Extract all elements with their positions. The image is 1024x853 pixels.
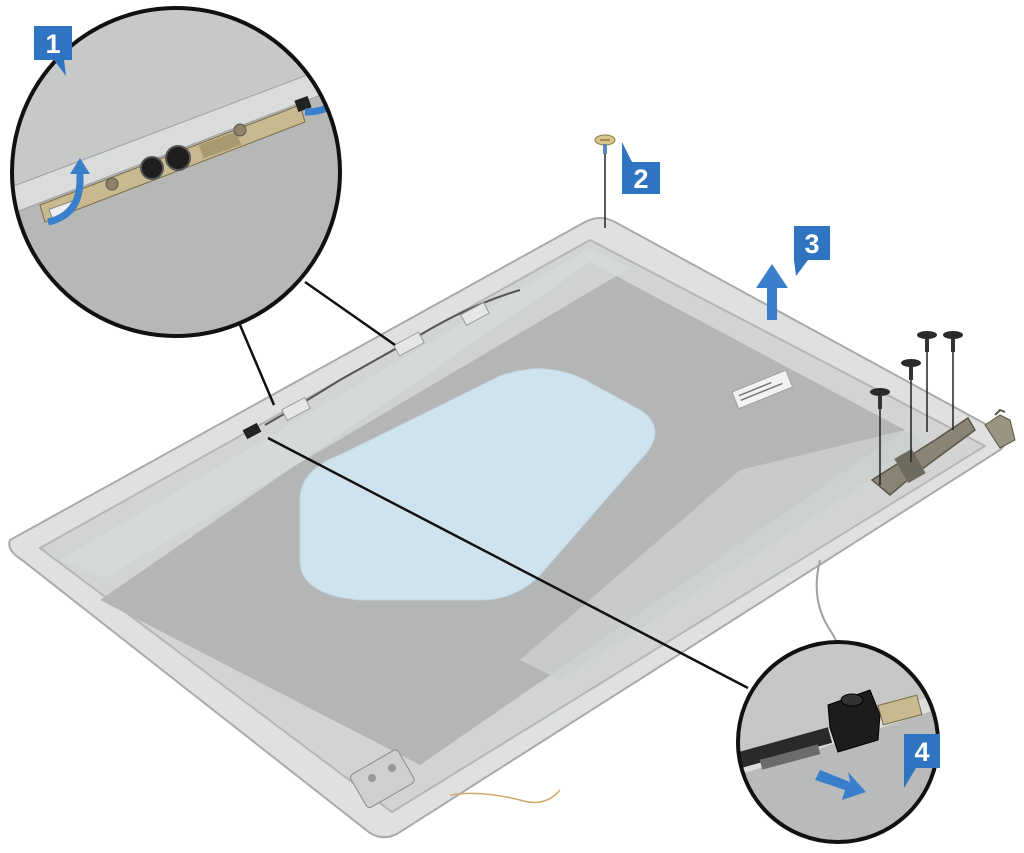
label-sticker [731,369,794,410]
camera-screw [594,134,616,228]
lift-arrow-icon [756,264,788,320]
hinge-barrel [894,448,926,484]
cable-tapes [281,301,490,422]
left-hinge [350,749,415,808]
camera-lens [140,156,164,180]
camera-lens [165,145,191,171]
screw-icon [943,331,963,430]
screw-icon [901,359,921,462]
step-number: 3 [804,229,819,259]
step-badge-4: 4 [904,734,940,788]
lift-arrow-icon [47,170,84,226]
pull-arrow-icon [815,770,866,800]
zoom-callout-camera [10,6,342,338]
hinge-icon [870,416,976,496]
hinge-bracket-arm [994,408,1006,416]
step-number: 2 [633,164,648,194]
hinge-bracket [984,414,1016,449]
camera-connector [242,422,262,440]
step-badge-2: 2 [622,142,660,194]
callout-leaders [238,280,749,690]
foil-pad [299,368,656,601]
right-hinge-assembly [870,331,1016,496]
step-number: 1 [45,29,60,59]
step-badge-1: 1 [34,26,72,76]
screw-icon [917,331,937,432]
panel-strip-right [520,430,925,680]
connector-icon [827,689,881,753]
step-number: 4 [914,737,929,767]
panel-strip-top [60,248,630,578]
step-badge-3: 3 [794,226,830,276]
display-back-cover [8,217,1007,839]
antenna-cable [449,789,561,804]
screw-icon [870,388,890,485]
